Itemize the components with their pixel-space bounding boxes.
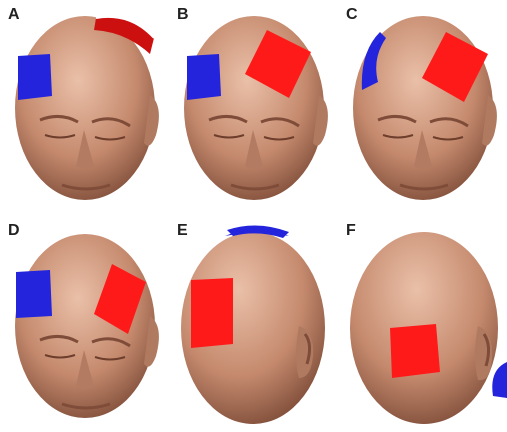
panel-b: B bbox=[169, 0, 338, 216]
anode-electrode bbox=[390, 324, 440, 378]
anode-electrode bbox=[191, 278, 233, 348]
panel-label: F bbox=[346, 222, 356, 240]
panel-label: A bbox=[8, 6, 20, 24]
head-front-b bbox=[169, 0, 338, 216]
head-front-a bbox=[0, 0, 169, 216]
head-shape bbox=[184, 16, 324, 200]
panel-d: D bbox=[0, 216, 169, 432]
cathode-electrode bbox=[492, 362, 507, 398]
cathode-electrode bbox=[18, 54, 52, 100]
head-front-d bbox=[0, 216, 169, 432]
head-back-e bbox=[169, 216, 338, 432]
cathode-electrode bbox=[16, 270, 52, 318]
head-front-c bbox=[338, 0, 507, 216]
panel-c: C bbox=[338, 0, 507, 216]
head-shape bbox=[15, 234, 155, 418]
head-shape bbox=[15, 16, 155, 200]
head-back-f bbox=[338, 216, 507, 432]
panel-label: D bbox=[8, 222, 20, 240]
panel-a: A bbox=[0, 0, 169, 216]
panel-label: E bbox=[177, 222, 188, 240]
panel-e: E bbox=[169, 216, 338, 432]
cathode-electrode bbox=[187, 54, 221, 100]
panel-label: C bbox=[346, 6, 358, 24]
panel-label: B bbox=[177, 6, 189, 24]
panel-f: F bbox=[338, 216, 507, 432]
